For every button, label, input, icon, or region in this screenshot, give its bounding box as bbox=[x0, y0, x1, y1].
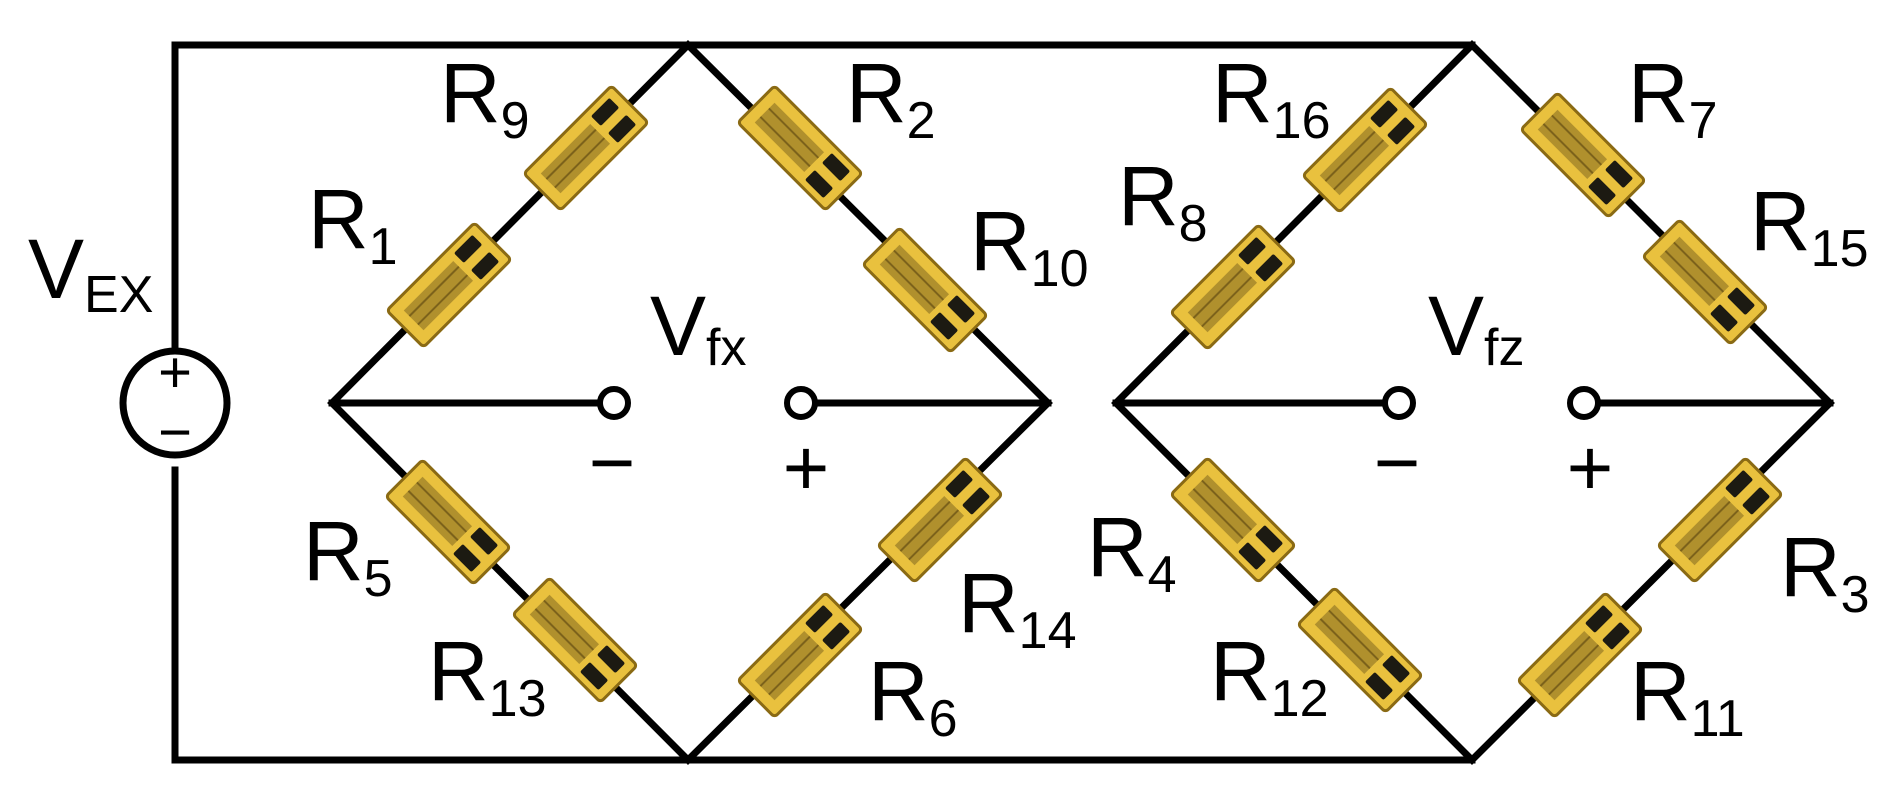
resistor-label-r16: R16 bbox=[1212, 46, 1331, 150]
strain-gauge-icon bbox=[1519, 91, 1647, 219]
resistor-label-r12: R12 bbox=[1210, 624, 1329, 728]
strain-gauge-icon bbox=[736, 84, 864, 212]
bridge-fz-output-label: Vfz bbox=[1428, 279, 1524, 377]
resistor-label-r3: R3 bbox=[1780, 520, 1870, 624]
bridge-fz-terminal-plus bbox=[1567, 386, 1601, 420]
bridge-fx-plus-sign: + bbox=[783, 423, 830, 512]
bridge-fx-minus-sign: − bbox=[589, 418, 636, 507]
supply-wire-top bbox=[171, 41, 1476, 366]
resistor-label-r14: R14 bbox=[958, 556, 1077, 660]
resistor-label-r2: R2 bbox=[846, 46, 936, 150]
voltage-source: + − bbox=[119, 340, 231, 465]
resistor-label-r10: R10 bbox=[970, 194, 1089, 298]
source-label: VEX bbox=[28, 222, 153, 324]
resistor-label-r4: R4 bbox=[1087, 500, 1177, 604]
resistor-label-r7: R7 bbox=[1628, 46, 1718, 150]
voltage-source-plus: + bbox=[158, 340, 192, 405]
bridge-fx-terminal-plus bbox=[784, 386, 818, 420]
bridge-fz-terminal-minus bbox=[1382, 386, 1416, 420]
voltage-source-minus: − bbox=[158, 400, 192, 465]
resistor-label-r5: R5 bbox=[303, 504, 393, 608]
supply-wire-bottom bbox=[171, 466, 1476, 764]
strain-gauge-icon bbox=[1169, 456, 1297, 584]
bridge-fx-output-label: Vfx bbox=[650, 279, 746, 377]
strain-gauge-icon bbox=[1656, 456, 1784, 584]
resistor-label-r11: R11 bbox=[1630, 644, 1745, 748]
strain-gauge-icon bbox=[1516, 591, 1644, 719]
resistor-label-r8: R8 bbox=[1118, 149, 1208, 253]
strain-gauge-icon bbox=[385, 221, 513, 349]
bridge-fz-plus-sign: + bbox=[1567, 423, 1614, 512]
resistor-label-r9: R9 bbox=[440, 46, 530, 150]
strain-gauge-icon bbox=[522, 84, 650, 212]
resistor-label-r1: R1 bbox=[308, 172, 398, 276]
strain-gauge-icon bbox=[384, 458, 512, 586]
strain-gauge-icon bbox=[861, 226, 989, 354]
strain-gauge-icon bbox=[1641, 218, 1769, 346]
strain-gauge-icon bbox=[736, 591, 864, 719]
bridge-fx-terminal-minus bbox=[597, 386, 631, 420]
resistor-label-r13: R13 bbox=[428, 624, 547, 728]
resistor-label-r6: R6 bbox=[868, 644, 958, 748]
voltage-source-circle bbox=[119, 347, 231, 459]
resistor-label-r15: R15 bbox=[1750, 174, 1869, 278]
bridge-fz-minus-sign: − bbox=[1374, 418, 1421, 507]
